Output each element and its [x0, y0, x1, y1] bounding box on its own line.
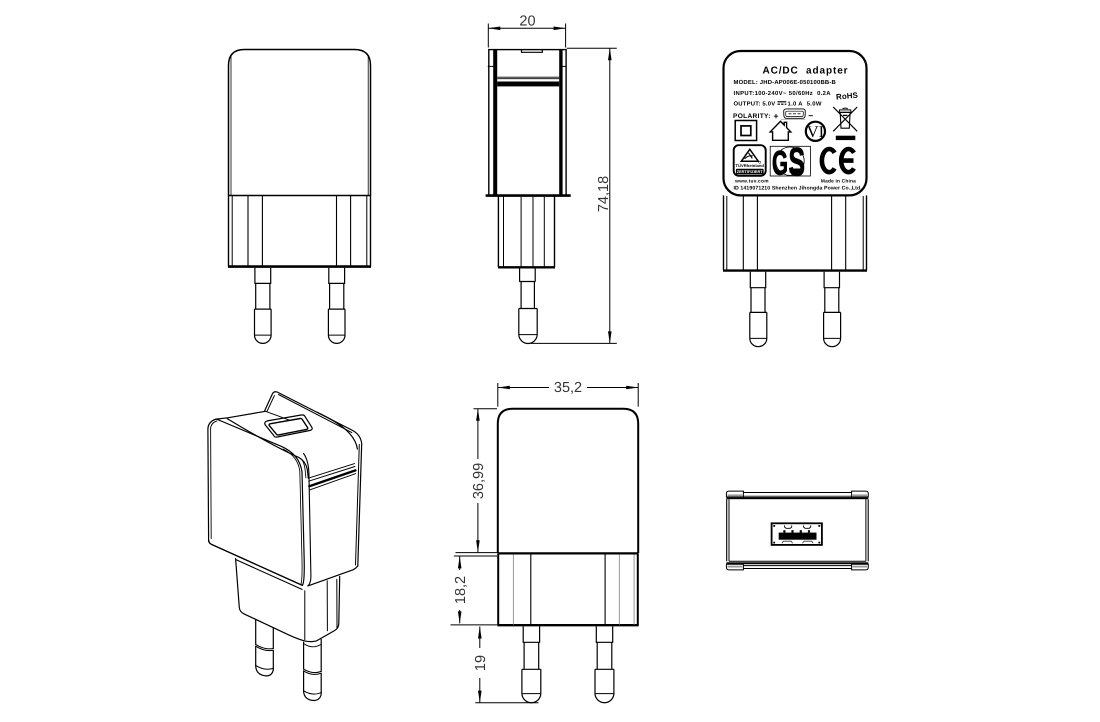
svg-text:G: G — [772, 145, 788, 183]
svg-text:18,2: 18,2 — [453, 576, 469, 604]
svg-text:VI: VI — [807, 122, 824, 141]
svg-text:TÜVRheinland: TÜVRheinland — [735, 163, 764, 168]
svg-text:POLARITY:: POLARITY: — [733, 113, 771, 120]
svg-text:RoHS: RoHS — [836, 91, 859, 102]
svg-text:www.tuv.com: www.tuv.com — [734, 179, 769, 185]
svg-text:OUTPUT: 5.0V: OUTPUT: 5.0V — [734, 101, 776, 108]
svg-text:ID 1419071210 Shenzhen Jihongd: ID 1419071210 Shenzhen Jihongda Power Co… — [734, 186, 863, 192]
svg-text:19: 19 — [473, 655, 489, 671]
svg-text:+: + — [774, 111, 779, 121]
svg-text:S: S — [789, 141, 806, 185]
svg-text:INPUT:100-240V~ 50/60Hz 0.2A: INPUT:100-240V~ 50/60Hz 0.2A — [734, 90, 832, 97]
svg-text:ZERTIFIZIERT: ZERTIFIZIERT — [737, 169, 764, 174]
svg-text:74,18: 74,18 — [596, 176, 612, 212]
svg-text:Made in China: Made in China — [821, 179, 856, 185]
svg-text:−: − — [808, 110, 813, 120]
svg-text:35,2: 35,2 — [554, 380, 582, 396]
svg-text:MODEL: JHD-AP006E-050100BB-B: MODEL: JHD-AP006E-050100BB-B — [734, 79, 837, 86]
svg-text:AC/DC adapter: AC/DC adapter — [763, 66, 849, 77]
svg-text:20: 20 — [519, 14, 535, 30]
svg-text:36,99: 36,99 — [471, 463, 487, 499]
svg-text:1.0 A 5.0W: 1.0 A 5.0W — [788, 101, 822, 108]
